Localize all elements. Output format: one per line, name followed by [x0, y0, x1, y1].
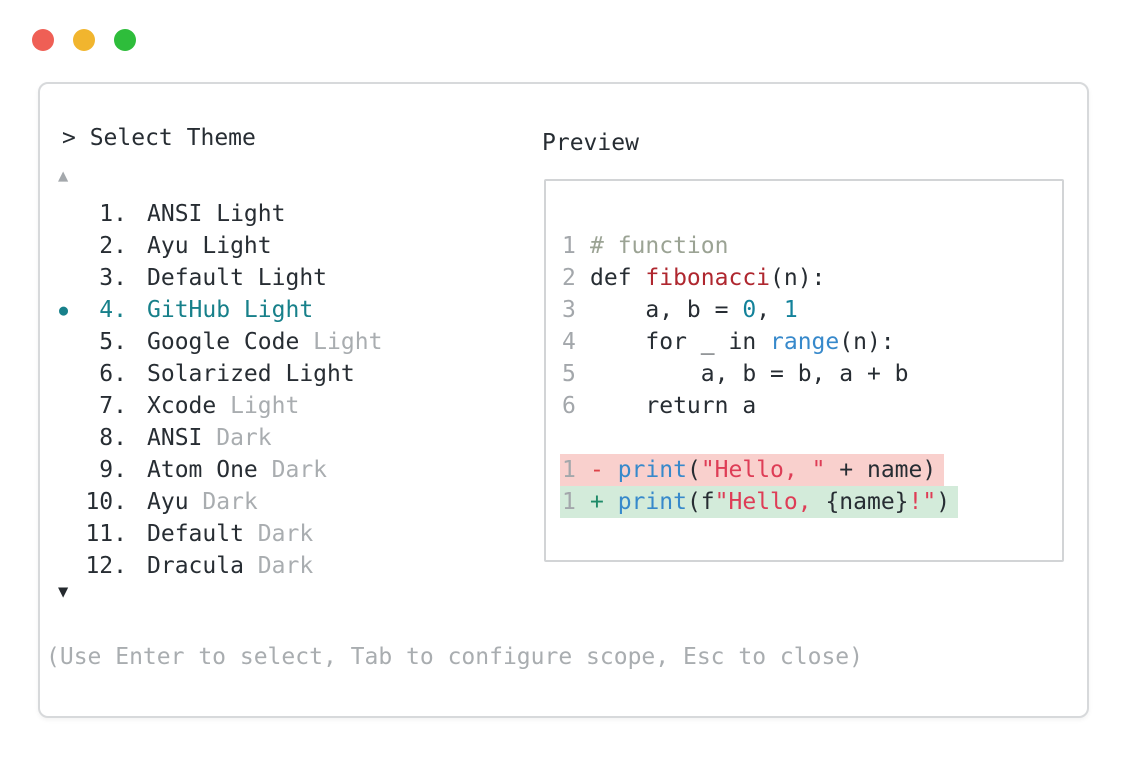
line-number: 5 [562, 361, 576, 387]
item-label: ANSI Light [147, 201, 286, 227]
item-number: 4. [99, 297, 127, 323]
item-number: 5. [99, 329, 127, 355]
theme-list-item-8[interactable]: 8. ANSI Dark [40, 422, 540, 454]
item-number: 7. [99, 393, 127, 419]
item-label: Dracula Dark [147, 553, 314, 579]
code-tokens: a, b = 0, 1 [590, 297, 798, 323]
minimize-icon[interactable] [73, 29, 95, 51]
item-number: 2. [99, 233, 127, 259]
diff-line-removed: 1 - print("Hello, " + name) [546, 454, 1062, 486]
item-number: 9. [99, 457, 127, 483]
item-label: ANSI Dark [147, 425, 272, 451]
blank-line [546, 422, 1062, 454]
item-label: Atom One Dark [147, 457, 328, 483]
theme-list-item-1[interactable]: 1. ANSI Light [40, 198, 540, 230]
scroll-up-icon[interactable]: ▲ [58, 166, 69, 186]
theme-list: 1. ANSI Light 2. Ayu Light 3. Default Light… [40, 198, 540, 582]
item-label: Xcode Light [147, 393, 300, 419]
line-number: 1 [562, 233, 576, 259]
item-number: 12. [85, 553, 127, 579]
item-label: Ayu Light [147, 233, 272, 259]
item-number: 1. [99, 201, 127, 227]
item-number: 10. [85, 489, 127, 515]
code-preview: 1 # function 2 def fibonacci(n): 3 a, b = … [544, 179, 1064, 562]
line-number: 6 [562, 393, 576, 419]
keyboard-hint: (Use Enter to select, Tab to configure s… [46, 644, 863, 670]
code-tokens: return a [590, 393, 757, 419]
code-tokens: + print(f"Hello, {name}!") [590, 489, 951, 515]
code-line-4: 4 for _ in range(n): [546, 326, 1062, 358]
code-tokens: for _ in range(n): [590, 329, 895, 355]
item-label: Default Light [147, 265, 328, 291]
item-label: Ayu Dark [147, 489, 258, 515]
theme-list-item-11[interactable]: 11. Default Dark [40, 518, 540, 550]
item-label: Solarized Light [147, 361, 355, 387]
item-number: 11. [85, 521, 127, 547]
close-icon[interactable] [32, 29, 54, 51]
code-tokens: - print("Hello, " + name) [590, 457, 937, 483]
preview-title: Preview [542, 130, 639, 156]
item-label: Google Code Light [147, 329, 383, 355]
line-number: 3 [562, 297, 576, 323]
code-line-5: 5 a, b = b, a + b [546, 358, 1062, 390]
item-label: Default Dark [147, 521, 314, 547]
item-number: 3. [99, 265, 127, 291]
diff-line-added: 1 + print(f"Hello, {name}!") [546, 486, 1062, 518]
theme-list-item-10[interactable]: 10. Ayu Dark [40, 486, 540, 518]
theme-list-item-6[interactable]: 6. Solarized Light [40, 358, 540, 390]
theme-list-item-3[interactable]: 3. Default Light [40, 262, 540, 294]
item-label: GitHub Light [147, 297, 314, 323]
added-line-highlight: 1 + print(f"Hello, {name}!") [560, 486, 959, 518]
code-tokens: a, b = b, a + b [590, 361, 909, 387]
line-number: 4 [562, 329, 576, 355]
theme-list-item-12[interactable]: 12. Dracula Dark [40, 550, 540, 582]
theme-list-item-4-selected[interactable]: ● 4. GitHub Light [40, 294, 540, 326]
theme-list-item-2[interactable]: 2. Ayu Light [40, 230, 540, 262]
theme-picker-panel: > Select Theme ▲ 1. ANSI Light 2. Ayu Ligh… [38, 82, 1089, 718]
item-number: 6. [99, 361, 127, 387]
window-controls [32, 29, 136, 51]
line-number: 1 [562, 457, 576, 483]
theme-list-item-5[interactable]: 5. Google Code Light [40, 326, 540, 358]
code-line-2: 2 def fibonacci(n): [546, 262, 1062, 294]
item-number: 8. [99, 425, 127, 451]
code-tokens: # function [590, 233, 729, 259]
theme-list-item-9[interactable]: 9. Atom One Dark [40, 454, 540, 486]
maximize-icon[interactable] [114, 29, 136, 51]
code-line-6: 6 return a [546, 390, 1062, 422]
selected-bullet-icon: ● [59, 301, 69, 319]
removed-line-highlight: 1 - print("Hello, " + name) [560, 454, 945, 486]
code-tokens: def fibonacci(n): [590, 265, 826, 291]
code-line-1: 1 # function [546, 230, 1062, 262]
theme-list-item-7[interactable]: 7. Xcode Light [40, 390, 540, 422]
select-theme-prompt: > Select Theme [62, 125, 256, 151]
line-number: 1 [562, 489, 576, 515]
line-number: 2 [562, 265, 576, 291]
scroll-down-icon[interactable]: ▼ [58, 582, 69, 602]
code-line-3: 3 a, b = 0, 1 [546, 294, 1062, 326]
